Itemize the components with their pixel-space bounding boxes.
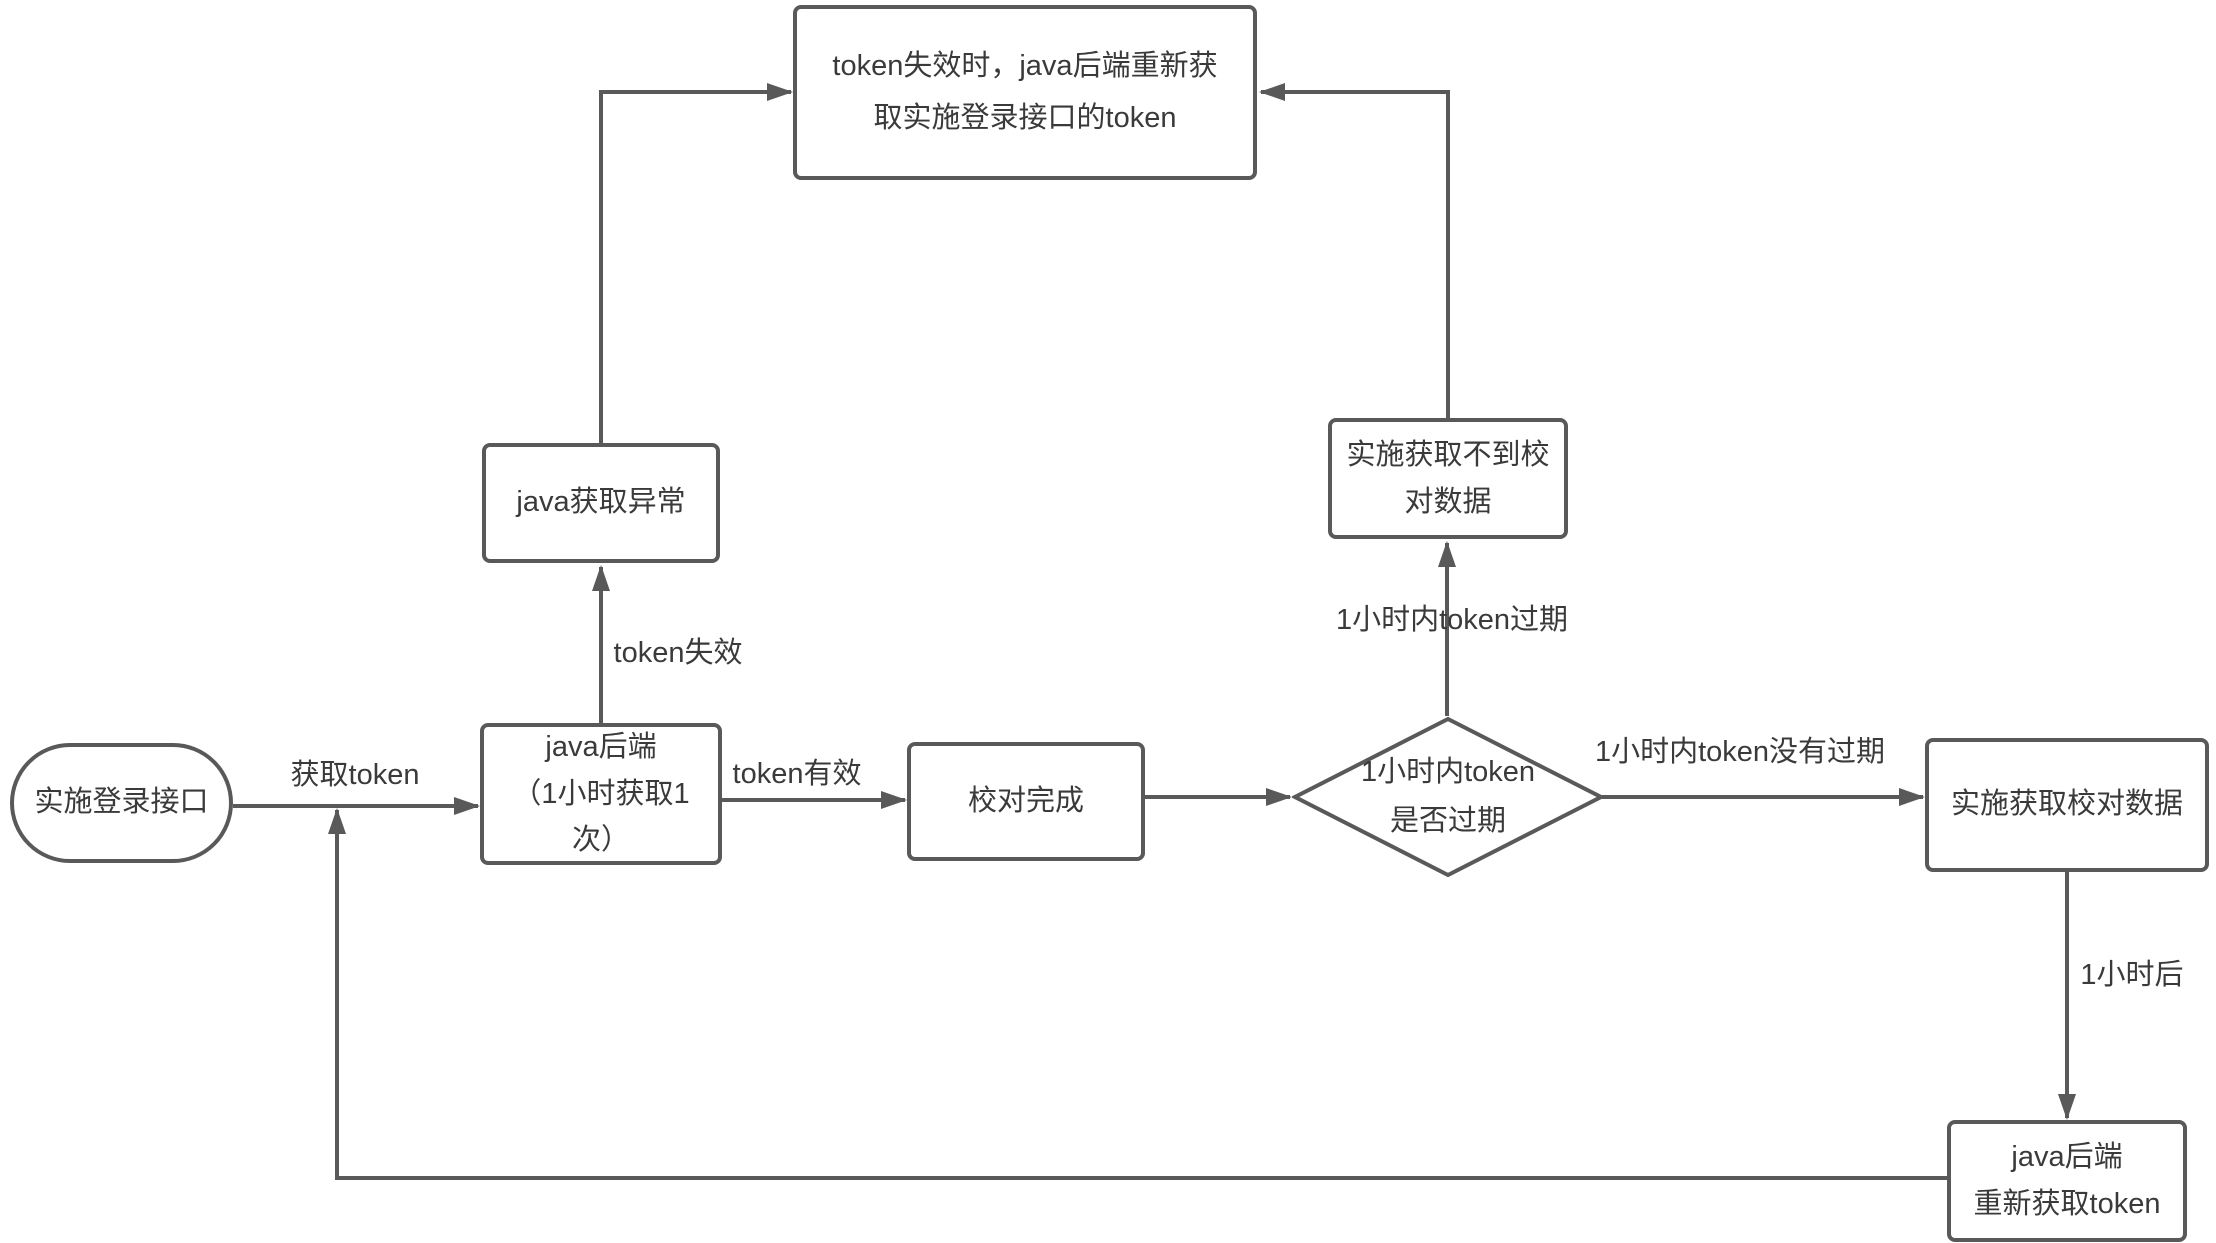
node-java-error: java获取异常 [482, 443, 720, 563]
node-get-check-data: 实施获取校对数据 [1925, 738, 2209, 872]
node-login-api: 实施登录接口 [10, 743, 233, 863]
node-no-check-data: 实施获取不到校 对数据 [1328, 418, 1568, 539]
node-refetch-token: token失效时，java后端重新获 取实施登录接口的token [793, 5, 1257, 180]
edge-label-get-token: 获取token [290, 759, 420, 791]
edge-error-to-refetch-line [599, 83, 793, 443]
node-java-refetch-token: java后端 重新获取token [1947, 1120, 2187, 1242]
edge-refetch-feedback-line [328, 808, 1947, 1180]
node-java-backend: java后端 （1小时获取1 次） [480, 723, 722, 865]
edge-label-token-valid: token有效 [732, 758, 862, 790]
node-check-done: 校对完成 [907, 742, 1145, 861]
edge-label-token-invalid: token失效 [613, 637, 743, 669]
edge-label-expired-in-1h: 1小时内token过期 [1335, 604, 1569, 636]
edge-nodata-to-refetch-line [1259, 83, 1450, 418]
diamond-shape [1292, 716, 1604, 878]
decision-text: 1小时内token 是否过期 [1360, 755, 1536, 837]
edge-label-after-1h: 1小时后 [2080, 959, 2184, 991]
edge-label-not-expired-in-1h: 1小时内token没有过期 [1594, 736, 1886, 768]
node-decision-token-expired: 1小时内token 是否过期 [1292, 716, 1604, 878]
